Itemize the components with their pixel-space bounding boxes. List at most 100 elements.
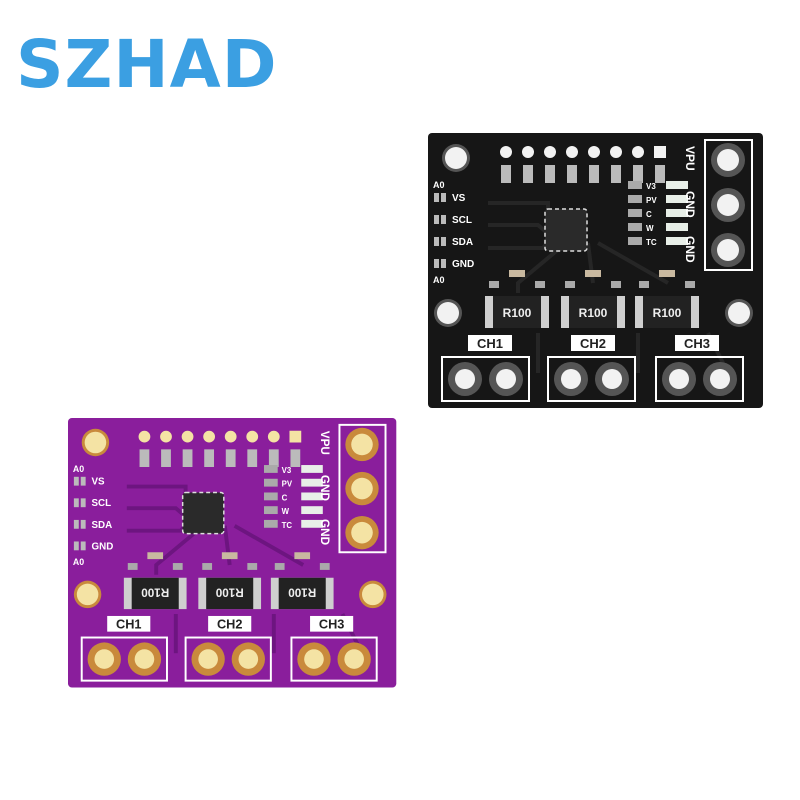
header-hole-center — [717, 194, 739, 216]
smd-resistor — [127, 563, 138, 570]
smd-resistor — [628, 195, 642, 203]
smd-resistor — [247, 449, 258, 467]
channel-label: CH1 — [116, 617, 141, 632]
mounting-hole-center — [84, 431, 107, 454]
smd-led — [666, 195, 688, 203]
terminal-hole-center — [455, 369, 475, 389]
terminal-hole-center — [710, 369, 730, 389]
terminal-hole-center — [304, 649, 324, 669]
channel-label: CH3 — [684, 336, 710, 351]
header-hole-center — [351, 433, 373, 456]
terminal-hole-center — [238, 649, 259, 669]
terminal-hole-center — [94, 649, 115, 669]
address-label: A0 — [73, 557, 84, 567]
mounting-hole-center — [362, 583, 384, 606]
shunt-resistor-body — [643, 296, 691, 328]
channel-label-bg — [208, 615, 252, 632]
smd-led — [301, 465, 323, 473]
side-label: W — [646, 224, 654, 233]
pin-label: GND — [92, 541, 114, 552]
header-pad — [267, 430, 280, 443]
smd-resistor — [545, 165, 555, 183]
smd-resistor — [172, 563, 183, 570]
smd-resistor — [264, 492, 278, 501]
smd-led — [666, 237, 688, 245]
mounting-hole-center — [437, 302, 459, 324]
side-label: V3 — [646, 182, 656, 191]
smd-capacitor — [585, 270, 601, 277]
smd-resistor — [268, 449, 279, 467]
power-header-outline — [338, 423, 387, 554]
channel-terminal-outline — [290, 636, 378, 682]
mounting-hole-center — [728, 302, 750, 324]
header-pad — [544, 146, 556, 158]
smd-capacitor — [147, 552, 164, 560]
solder-jumper — [80, 498, 86, 508]
channel-terminal-outline — [184, 636, 272, 682]
header-pad — [500, 146, 512, 158]
header-pad-square — [289, 430, 302, 443]
terminal-hole-center — [134, 649, 155, 669]
terminal-hole-center — [496, 369, 516, 389]
header-pad — [181, 430, 194, 443]
solder-jumper — [441, 237, 446, 246]
smd-resistor — [523, 165, 533, 183]
channel-label: CH2 — [217, 617, 242, 632]
power-pin-label: VPU — [683, 146, 697, 171]
trace — [597, 241, 669, 285]
channel-label-bg — [310, 615, 354, 632]
side-label: PV — [646, 196, 657, 205]
solder-jumper — [73, 476, 79, 486]
shunt-resistor-body — [569, 296, 617, 328]
channel-terminal-outline — [80, 636, 168, 682]
smd-resistor — [535, 281, 545, 288]
header-pad — [588, 146, 600, 158]
smd-resistor — [611, 281, 621, 288]
solder-jumper — [434, 259, 439, 268]
shunt-resistor-marking: R100 — [215, 586, 244, 599]
shunt-resistor-marking: R100 — [141, 586, 170, 599]
smd-resistor — [247, 563, 258, 570]
smd-led — [301, 492, 323, 501]
smd-resistor — [264, 478, 278, 487]
header-pad — [138, 430, 151, 443]
shunt-resistor-body — [493, 296, 541, 328]
ina3221-chip — [181, 491, 225, 535]
smd-resistor — [628, 223, 642, 231]
channel-label: CH2 — [580, 336, 606, 351]
power-pin-label: GND — [683, 236, 697, 263]
side-label: C — [282, 493, 288, 502]
side-label: W — [282, 507, 290, 516]
header-hole-center — [717, 149, 739, 171]
smd-resistor — [628, 237, 642, 245]
pin-label: SCL — [92, 498, 112, 509]
solder-jumper — [73, 541, 79, 551]
solder-jumper — [441, 215, 446, 224]
header-pad — [522, 146, 534, 158]
channel-terminal-outline — [547, 356, 636, 402]
smd-resistor — [628, 209, 642, 217]
header-hole-center — [351, 477, 373, 500]
solder-jumper — [80, 476, 86, 486]
solder-jumper — [80, 541, 86, 551]
board-black: A0VSSCLSDAGNDA0V3PVCWTCVPUGNDGNDR100CH1R… — [428, 133, 763, 408]
channel-label-bg — [107, 615, 151, 632]
channel-label: CH1 — [477, 336, 503, 351]
channel-label-bg — [468, 335, 512, 351]
smd-led — [301, 506, 323, 515]
header-pad-square — [654, 146, 666, 158]
header-pad — [610, 146, 622, 158]
power-header-outline — [704, 139, 753, 271]
solder-jumper — [434, 193, 439, 202]
shunt-resistor-marking: R100 — [288, 586, 317, 599]
smd-resistor — [639, 281, 649, 288]
smd-capacitor — [221, 552, 238, 560]
pin-label: VS — [92, 477, 106, 488]
smd-resistor — [274, 563, 285, 570]
side-label: PV — [282, 480, 293, 489]
power-pin-label: VPU — [318, 431, 331, 455]
pin-label: SDA — [452, 237, 473, 248]
terminal-hole-center — [602, 369, 622, 389]
smd-resistor — [489, 281, 499, 288]
